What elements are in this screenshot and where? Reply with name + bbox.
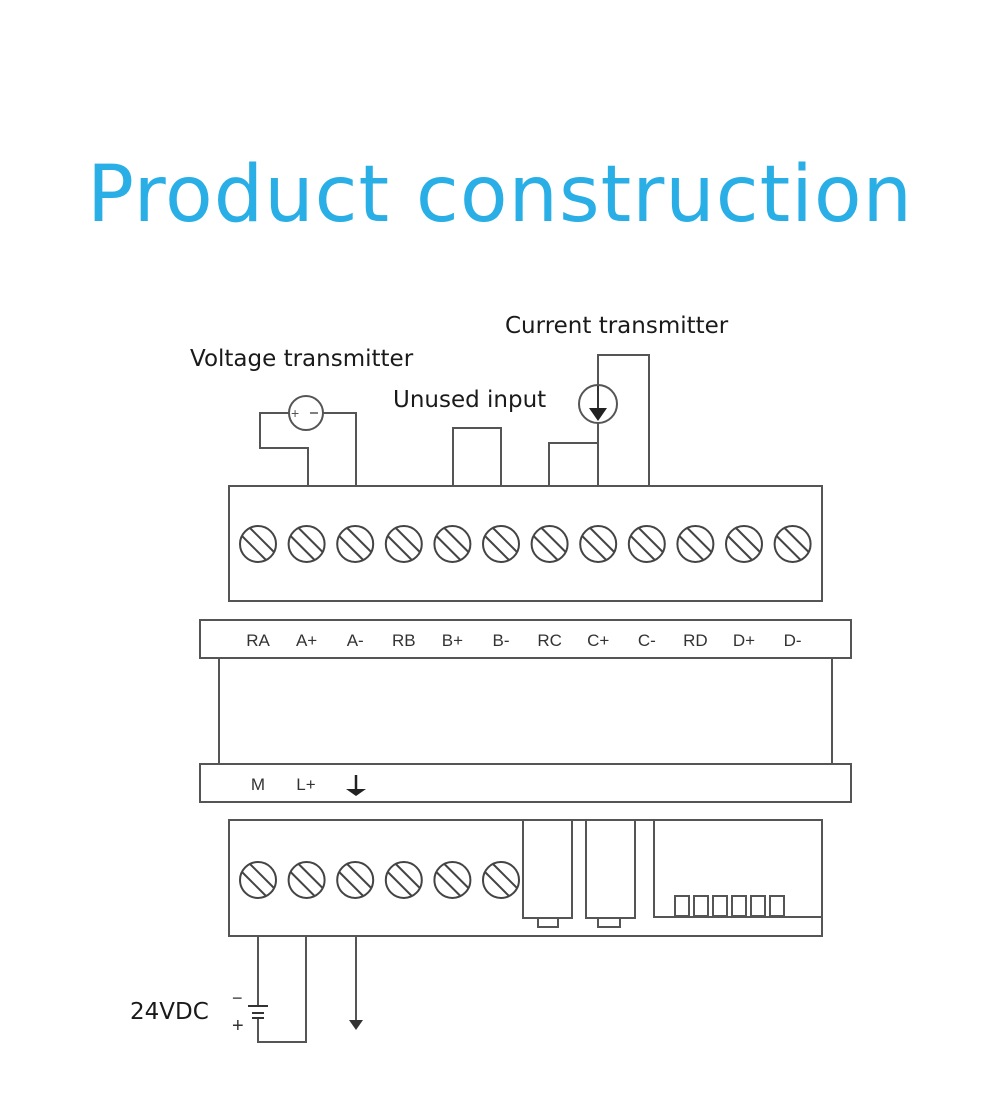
earth-ground-icon xyxy=(349,1020,363,1030)
voltage-transmitter-wiring: + xyxy=(259,395,357,486)
screw-terminal-icon xyxy=(433,525,472,563)
top-terminal-labels: RA A+ A- RB B+ B- RC C+ C- RD D+ D- xyxy=(246,631,801,650)
screw-terminal-icon xyxy=(627,525,666,563)
screw-terminal-icon xyxy=(530,525,569,563)
screw-terminal-icon xyxy=(287,525,326,563)
screw-terminal-icon xyxy=(239,525,277,563)
power-supply-wiring: − + xyxy=(232,936,363,1043)
screw-terminal-icon xyxy=(676,525,715,563)
page-title: Product construction xyxy=(86,150,913,240)
top-terminal-block xyxy=(228,485,823,602)
svg-text:+: + xyxy=(291,405,299,421)
terminal-label-m: M xyxy=(251,775,265,794)
screw-terminal-icon xyxy=(433,861,472,899)
screw-terminal-icon xyxy=(773,525,812,563)
voltage-transmitter-label: Voltage transmitter xyxy=(190,346,414,372)
terminal-label-lplus: L+ xyxy=(296,775,315,794)
connector-port-2 xyxy=(585,819,636,928)
terminal-label: A- xyxy=(347,631,364,650)
bottom-label-strip xyxy=(199,763,852,803)
bottom-screw-row xyxy=(239,861,520,899)
screw-terminal-icon xyxy=(482,525,520,563)
current-transmitter-label: Current transmitter xyxy=(505,313,729,339)
terminal-label: D- xyxy=(784,631,802,650)
terminal-label: B+ xyxy=(442,631,463,650)
terminal-label: C+ xyxy=(587,631,609,650)
dip-switch xyxy=(653,819,823,918)
screw-terminal-icon xyxy=(239,861,277,899)
terminal-label: A+ xyxy=(296,631,317,650)
voltage-source-icon: + xyxy=(288,395,324,431)
top-label-strip xyxy=(199,619,852,659)
connector-port-1 xyxy=(522,819,573,928)
screw-terminal-icon xyxy=(336,525,375,563)
svg-text:+: + xyxy=(232,1015,244,1037)
battery-icon: − + xyxy=(232,988,268,1037)
ground-icon xyxy=(346,775,366,796)
screw-terminal-icon xyxy=(482,861,520,899)
screw-terminal-icon xyxy=(384,525,423,563)
terminal-label: RB xyxy=(392,631,416,650)
terminal-label: C- xyxy=(638,631,656,650)
unused-input-label: Unused input xyxy=(393,387,546,413)
current-transmitter-wiring xyxy=(548,354,650,486)
power-supply-label: 24VDC xyxy=(130,999,209,1025)
terminal-label: D+ xyxy=(733,631,755,650)
screw-terminal-icon xyxy=(336,861,375,899)
screw-terminal-icon xyxy=(579,525,618,563)
screw-terminal-icon xyxy=(384,861,423,899)
svg-text:−: − xyxy=(232,988,243,1008)
top-screw-row xyxy=(239,525,812,563)
terminal-label: RD xyxy=(683,631,708,650)
current-source-icon xyxy=(578,384,618,424)
screw-terminal-icon xyxy=(287,861,326,899)
terminal-label: RA xyxy=(246,631,270,650)
unused-input-bridge xyxy=(452,427,502,486)
screw-terminal-icon xyxy=(725,525,763,563)
terminal-label: B- xyxy=(493,631,510,650)
terminal-label: RC xyxy=(537,631,562,650)
